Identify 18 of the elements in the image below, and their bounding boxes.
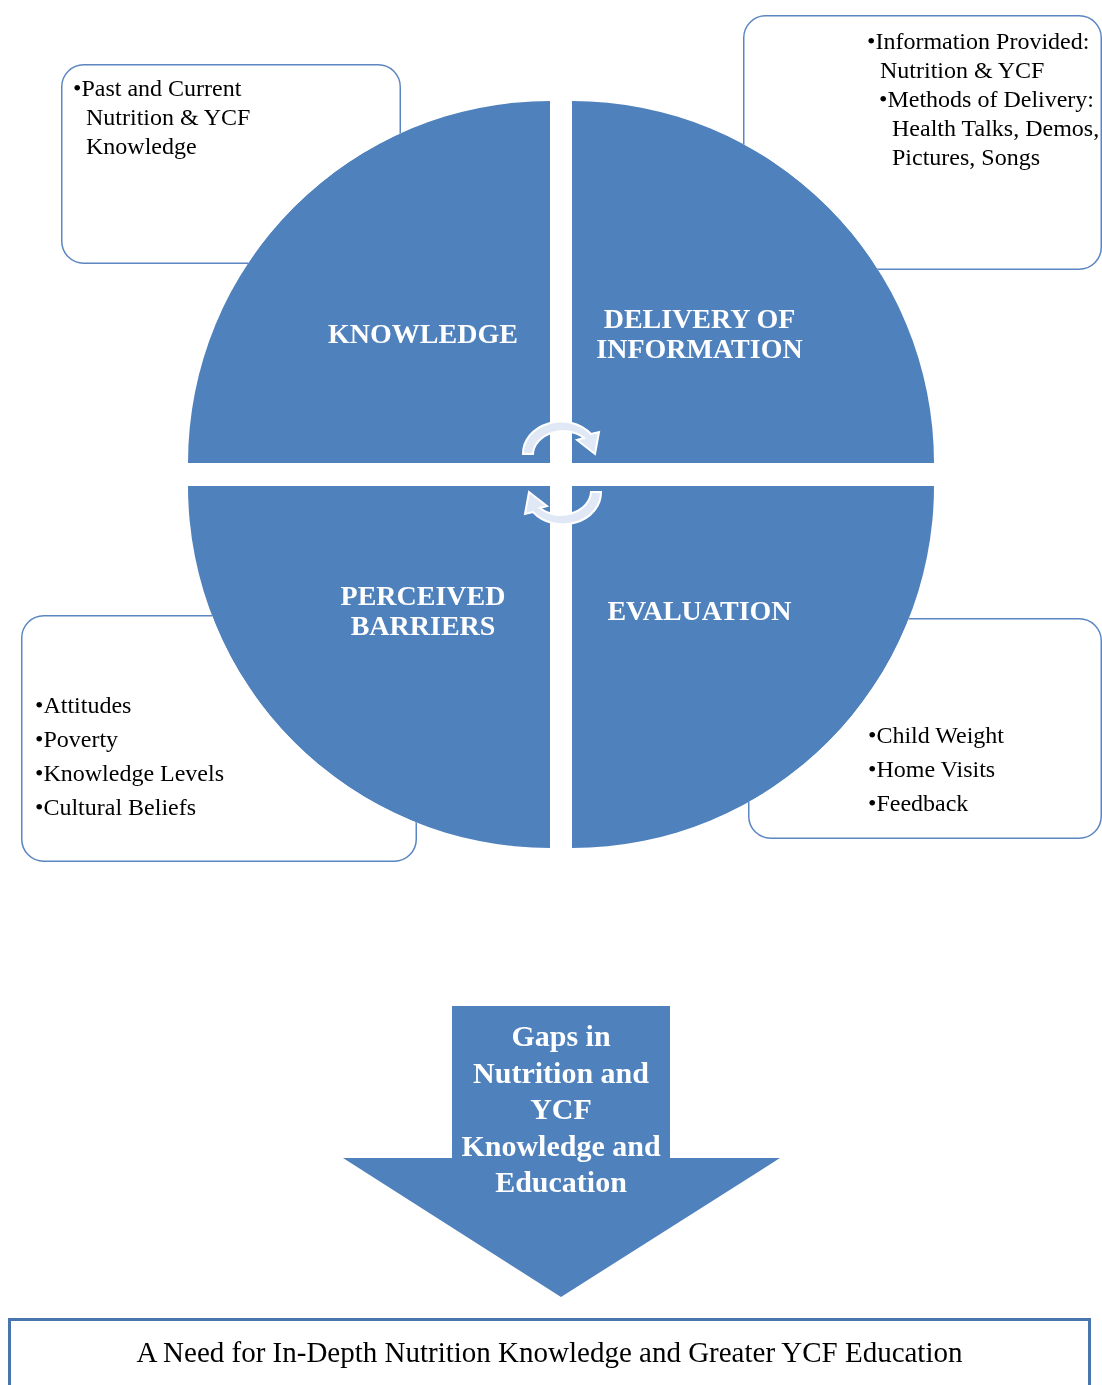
bullet-item: •Past and Current Nutrition & YCF Knowledge bbox=[73, 74, 252, 161]
quadrant-label: KNOWLEDGE bbox=[327, 319, 519, 349]
conclusion-box bbox=[8, 1318, 1091, 1385]
down-arrow-shape bbox=[343, 1006, 780, 1297]
conclusion-text: A Need for In-Depth Nutrition Knowledge and Greater YCF Education bbox=[135, 1335, 964, 1369]
quadrant-label: EVALUATION bbox=[606, 596, 793, 626]
bullet-item: •Home Visits bbox=[868, 755, 997, 784]
bullet-item: •Feedback bbox=[868, 789, 970, 818]
bullet-item: •Information Provided: Nutrition & YCF bbox=[867, 27, 1091, 85]
quadrant-label: PERCEIVED BARRIERS bbox=[339, 581, 507, 641]
bullet-item: •Knowledge Levels bbox=[35, 759, 225, 788]
bullet-item: •Poverty bbox=[35, 725, 120, 754]
bullet-item: •Cultural Beliefs bbox=[35, 793, 198, 822]
bullet-item: •Child Weight bbox=[868, 721, 1006, 750]
bullet-item: •Methods of Delivery: Health Talks, Demos, Pictures, Songs bbox=[879, 85, 1101, 172]
quadrant-label: DELIVERY OF INFORMATION bbox=[595, 304, 804, 364]
bullet-item: •Attitudes bbox=[35, 691, 133, 720]
arrow-label: Gaps in Nutrition and YCF Knowledge and Education bbox=[461, 1018, 661, 1200]
